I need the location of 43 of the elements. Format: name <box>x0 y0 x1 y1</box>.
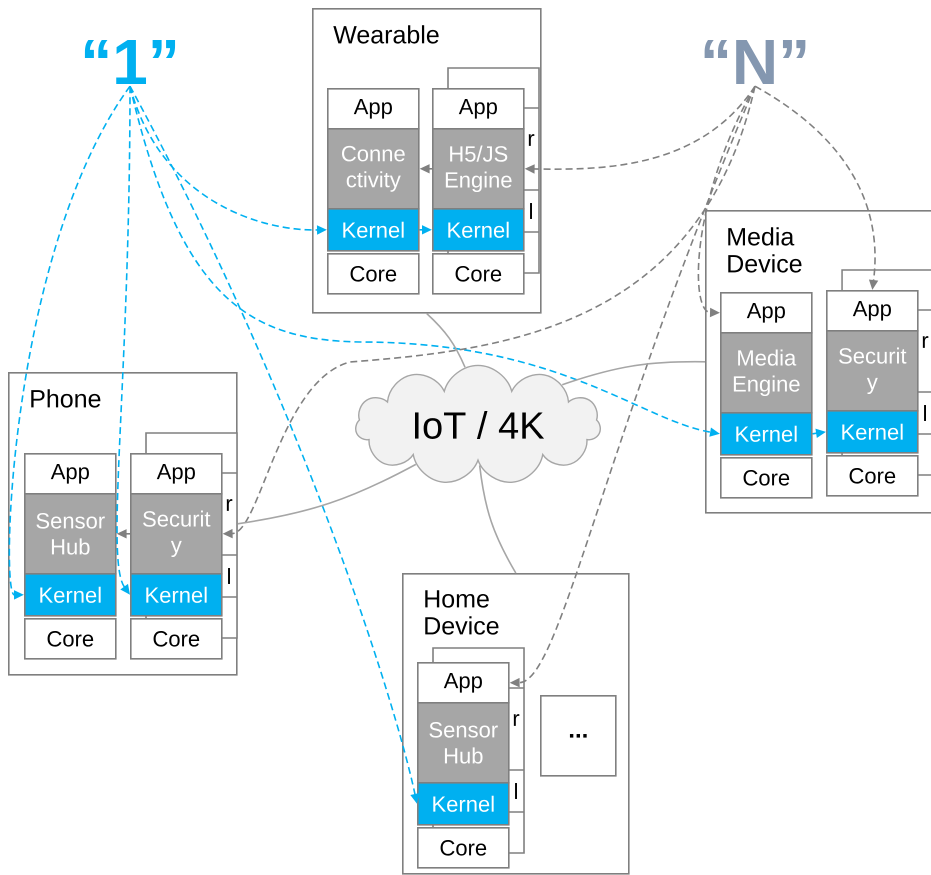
ellipsis-box: ... <box>540 695 617 777</box>
network-cloud: IoT / 4K <box>355 364 601 483</box>
app-block: App <box>417 662 510 704</box>
kernel-block: Kernel <box>24 573 117 617</box>
connector-line <box>237 464 416 525</box>
quote-mark-label: “1” <box>84 40 176 84</box>
app-block: App <box>24 453 117 495</box>
core-block: Core <box>130 618 223 660</box>
layer-letter: r <box>528 134 534 146</box>
app-block: App <box>432 88 525 130</box>
kernel-block: Kernel <box>826 410 919 454</box>
app-block: App <box>327 88 420 130</box>
connector-line <box>562 360 706 386</box>
engine-block: Sensor Hub <box>24 493 117 575</box>
layer-letter: l <box>515 783 517 799</box>
engine-block: Sensor Hub <box>417 702 510 784</box>
app-block: App <box>130 453 223 495</box>
layer-letter: r <box>514 714 520 726</box>
kernel-block: Kernel <box>417 782 510 826</box>
core-block: Core <box>826 455 919 497</box>
kernel-block: Kernel <box>130 573 223 617</box>
layer-letter: l <box>530 203 532 219</box>
app-block: App <box>720 292 813 334</box>
core-block: Core <box>417 827 510 869</box>
engine-block: Securit y <box>826 330 919 412</box>
layer-letter: r <box>226 499 232 511</box>
engine-block: H5/JS Engine <box>432 128 525 210</box>
core-block: Core <box>720 457 813 499</box>
core-block: Core <box>24 618 117 660</box>
kernel-block: Kernel <box>432 208 525 252</box>
app-block: App <box>826 290 919 332</box>
connector-line <box>426 313 466 368</box>
engine-block: Media Engine <box>720 332 813 414</box>
layer-letter: l <box>924 405 926 421</box>
core-block: Core <box>432 253 525 295</box>
kernel-block: Kernel <box>327 208 420 252</box>
engine-block: Securit y <box>130 493 223 575</box>
core-block: Core <box>327 253 420 295</box>
kernel-block: Kernel <box>720 412 813 456</box>
quote-mark-label: “N” <box>704 40 806 84</box>
engine-block: Conne ctivity <box>327 128 420 210</box>
layer-letter: l <box>228 568 230 584</box>
layer-letter: r <box>922 336 928 348</box>
